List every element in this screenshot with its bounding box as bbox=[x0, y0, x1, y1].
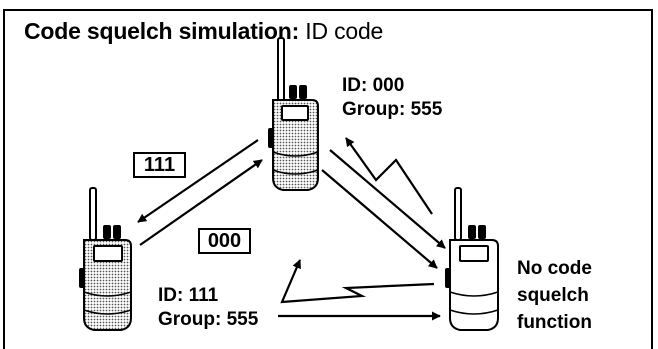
radio-top-group-label: Group: 555 bbox=[342, 98, 442, 122]
arrow-top-to-right-lower bbox=[322, 170, 437, 268]
radio-right-line3: function bbox=[517, 311, 592, 335]
radio-right-line1: No code bbox=[517, 257, 592, 281]
radio-left-icon bbox=[79, 188, 131, 330]
radio-left-group-label: Group: 555 bbox=[158, 308, 258, 332]
radio-top-icon bbox=[268, 38, 318, 190]
radio-left-id-label: ID: 111 bbox=[158, 284, 218, 308]
radio-right-icon bbox=[445, 188, 498, 330]
arrow-top-to-right-upper bbox=[330, 150, 445, 248]
code-box-111: 111 bbox=[133, 152, 186, 178]
lightning-bolt-lower-icon bbox=[282, 260, 434, 302]
radio-right-line2: squelch bbox=[517, 284, 589, 308]
radio-top-id-label: ID: 000 bbox=[342, 74, 404, 98]
code-box-000: 000 bbox=[198, 228, 251, 254]
